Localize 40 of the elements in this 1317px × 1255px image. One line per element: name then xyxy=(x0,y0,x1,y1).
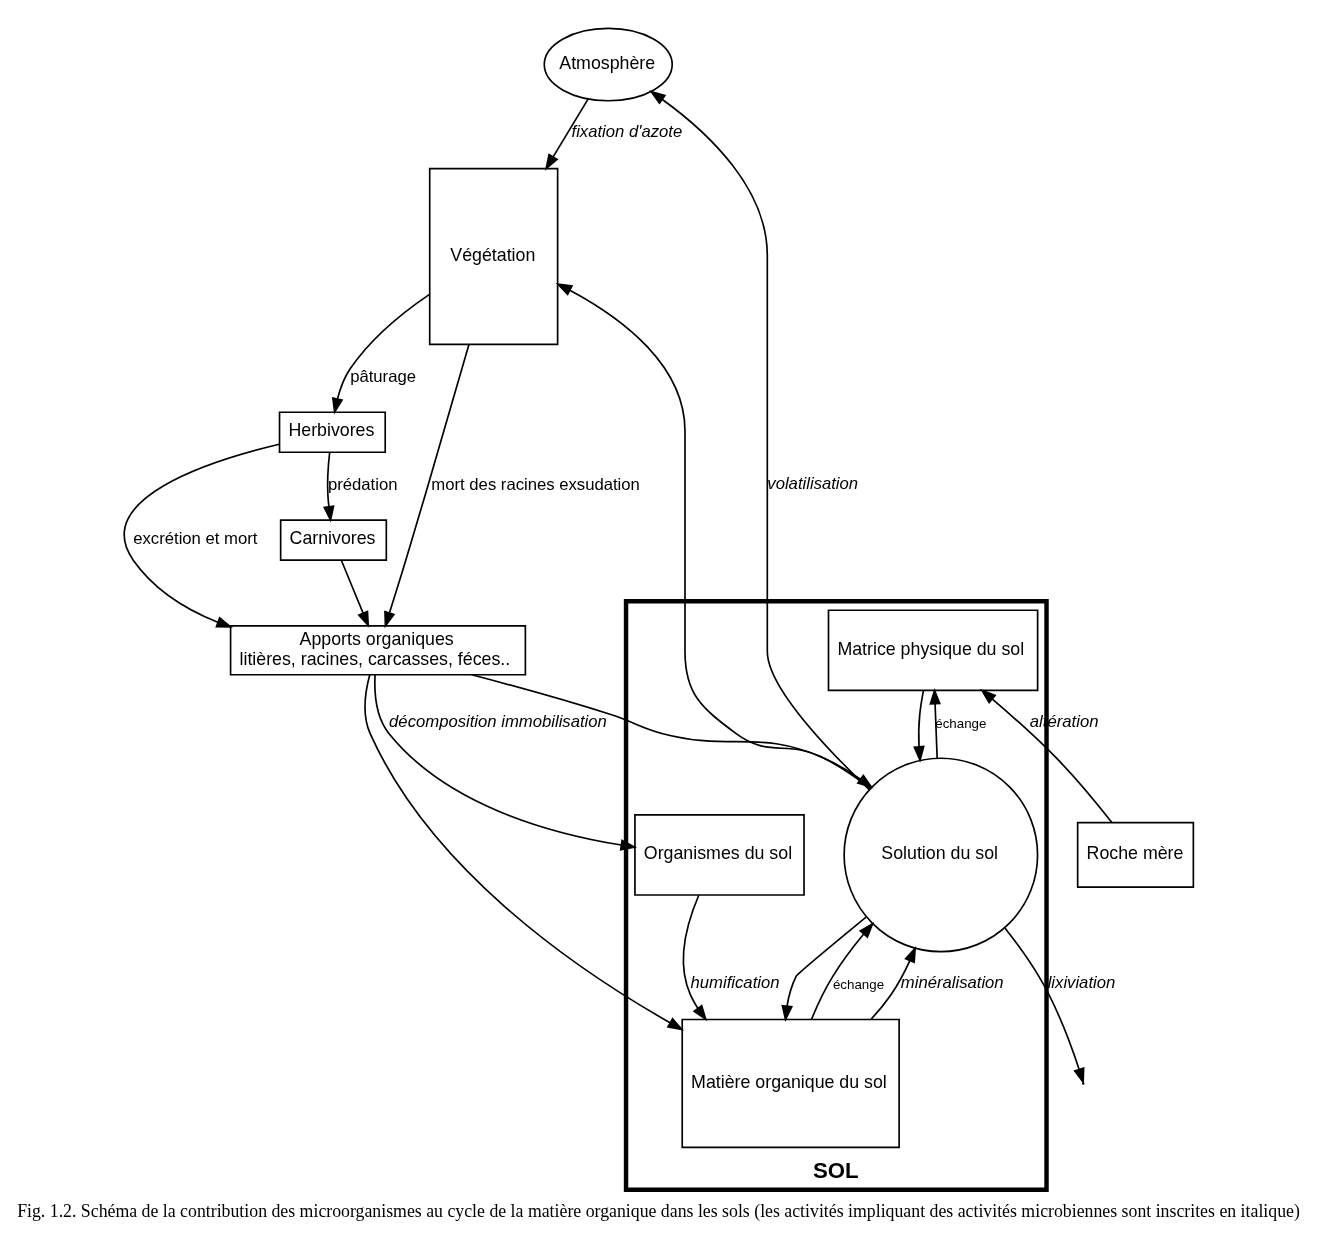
edge-label: volatilisation xyxy=(767,473,859,493)
arrow xyxy=(781,915,867,1022)
edge-label: décomposition immobilisation xyxy=(389,711,607,731)
arrow xyxy=(870,945,917,1020)
edge-label: minéralisation xyxy=(900,972,1004,992)
arrow xyxy=(810,921,875,1020)
arrow xyxy=(929,687,941,759)
edge-label: pâturage xyxy=(350,366,416,386)
arrow xyxy=(544,97,589,171)
node-ellipse: Atmosphère xyxy=(543,27,674,102)
edge-label: mort des racines exsudation xyxy=(431,474,640,494)
node-box: Matière organique du sol xyxy=(681,1018,900,1148)
arrow xyxy=(123,442,281,628)
arrow xyxy=(470,673,874,788)
node-box: Carnivores xyxy=(279,518,388,561)
arrow xyxy=(649,89,871,790)
edge-label: prédation xyxy=(327,474,398,494)
node-box: Herbivores xyxy=(278,410,387,453)
edge-label: échange xyxy=(935,715,987,731)
arrow xyxy=(682,893,708,1021)
arrow xyxy=(913,689,925,763)
arrow xyxy=(331,293,431,415)
caption: Fig. 1.2. Schéma de la contribution des microorganismes au cycle de la matière organique dans les sols (les activités impliquant des activités microbiennes sont inscrites en italique) xyxy=(17,1200,1300,1221)
node-box: Apports organiques litières, racines, carcasses, féces.. xyxy=(229,624,527,676)
arrow xyxy=(980,688,1113,823)
arrow xyxy=(384,343,470,628)
node-box: Organismes du sol xyxy=(634,813,805,896)
node-circle: Solution du sol xyxy=(843,756,1039,952)
arrow xyxy=(340,559,370,628)
edge-label: fixation d'azote xyxy=(571,121,683,141)
arrow xyxy=(555,282,872,789)
arrow xyxy=(323,451,335,523)
arrow xyxy=(364,673,685,1031)
edge-label: excrétion et mort xyxy=(133,528,258,548)
node-box: Végétation xyxy=(428,167,559,345)
edge-label: humification xyxy=(690,972,780,992)
node-box: Matrice physique du sol xyxy=(827,608,1039,691)
edge-label: échange xyxy=(832,976,885,992)
node-box: Roche mère xyxy=(1076,821,1195,888)
arrow xyxy=(374,673,638,851)
